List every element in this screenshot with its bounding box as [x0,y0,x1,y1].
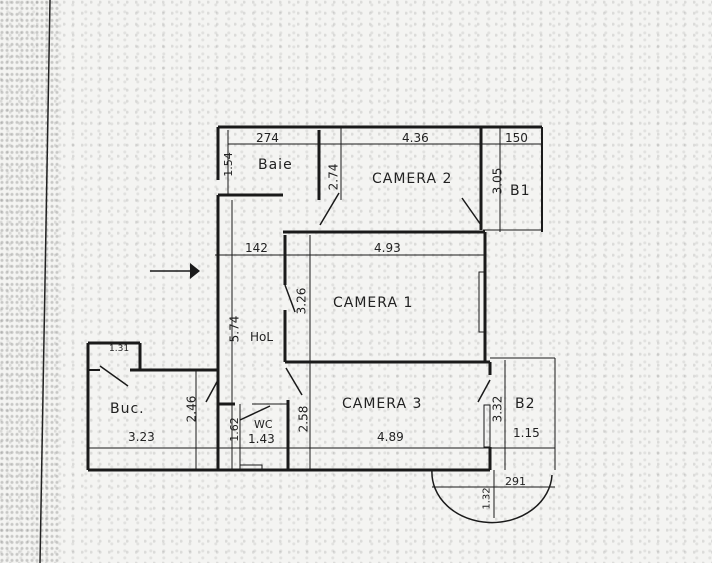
dim-camera3-width: 4.89 [377,430,404,444]
dim-camera2-height: 3.05 [490,167,505,195]
dim-camera1-height: 3.26 [294,287,309,315]
room-label-b1: B1 [510,183,531,199]
dim-b1-width: 150 [505,131,528,145]
dim-b2-width: 1.15 [513,426,540,440]
dim-balcony-depth: 1.32 [481,487,493,510]
dim-hol-width: 142 [245,241,268,255]
dim-wc-width: 1.43 [248,432,275,446]
dim-balcony-width: 291 [505,475,526,488]
dim-baie-width: 274 [256,131,279,145]
dim-buc-height: 2.46 [184,395,199,423]
room-label-camera2: CAMERA 2 [372,171,453,187]
dim-wc-height: 1.62 [227,417,241,442]
dim-buc-width: 3.23 [128,430,155,444]
dim-camera3-height: 3.32 [490,395,505,423]
dim-hol-height: 5.74 [227,315,242,343]
dim-camera3-left-height: 2.58 [296,405,311,433]
room-label-buc: Buc. [110,401,145,417]
scan-edge-noise [0,0,60,563]
dim-camera1-width: 4.93 [374,241,401,255]
room-label-baie: Baie [258,157,293,173]
room-label-b2: B2 [515,396,536,412]
room-label-camera3: CAMERA 3 [342,396,423,412]
dim-camera2-left-height: 2.74 [326,163,341,191]
dim-pantry-width: 1.31 [109,344,130,354]
dim-baie-height: 1.54 [221,152,235,177]
room-label-camera1: CAMERA 1 [333,295,414,311]
dim-camera2-width: 4.36 [402,131,429,145]
room-label-wc: WC [254,418,273,431]
room-label-hol: HoL [250,330,274,344]
